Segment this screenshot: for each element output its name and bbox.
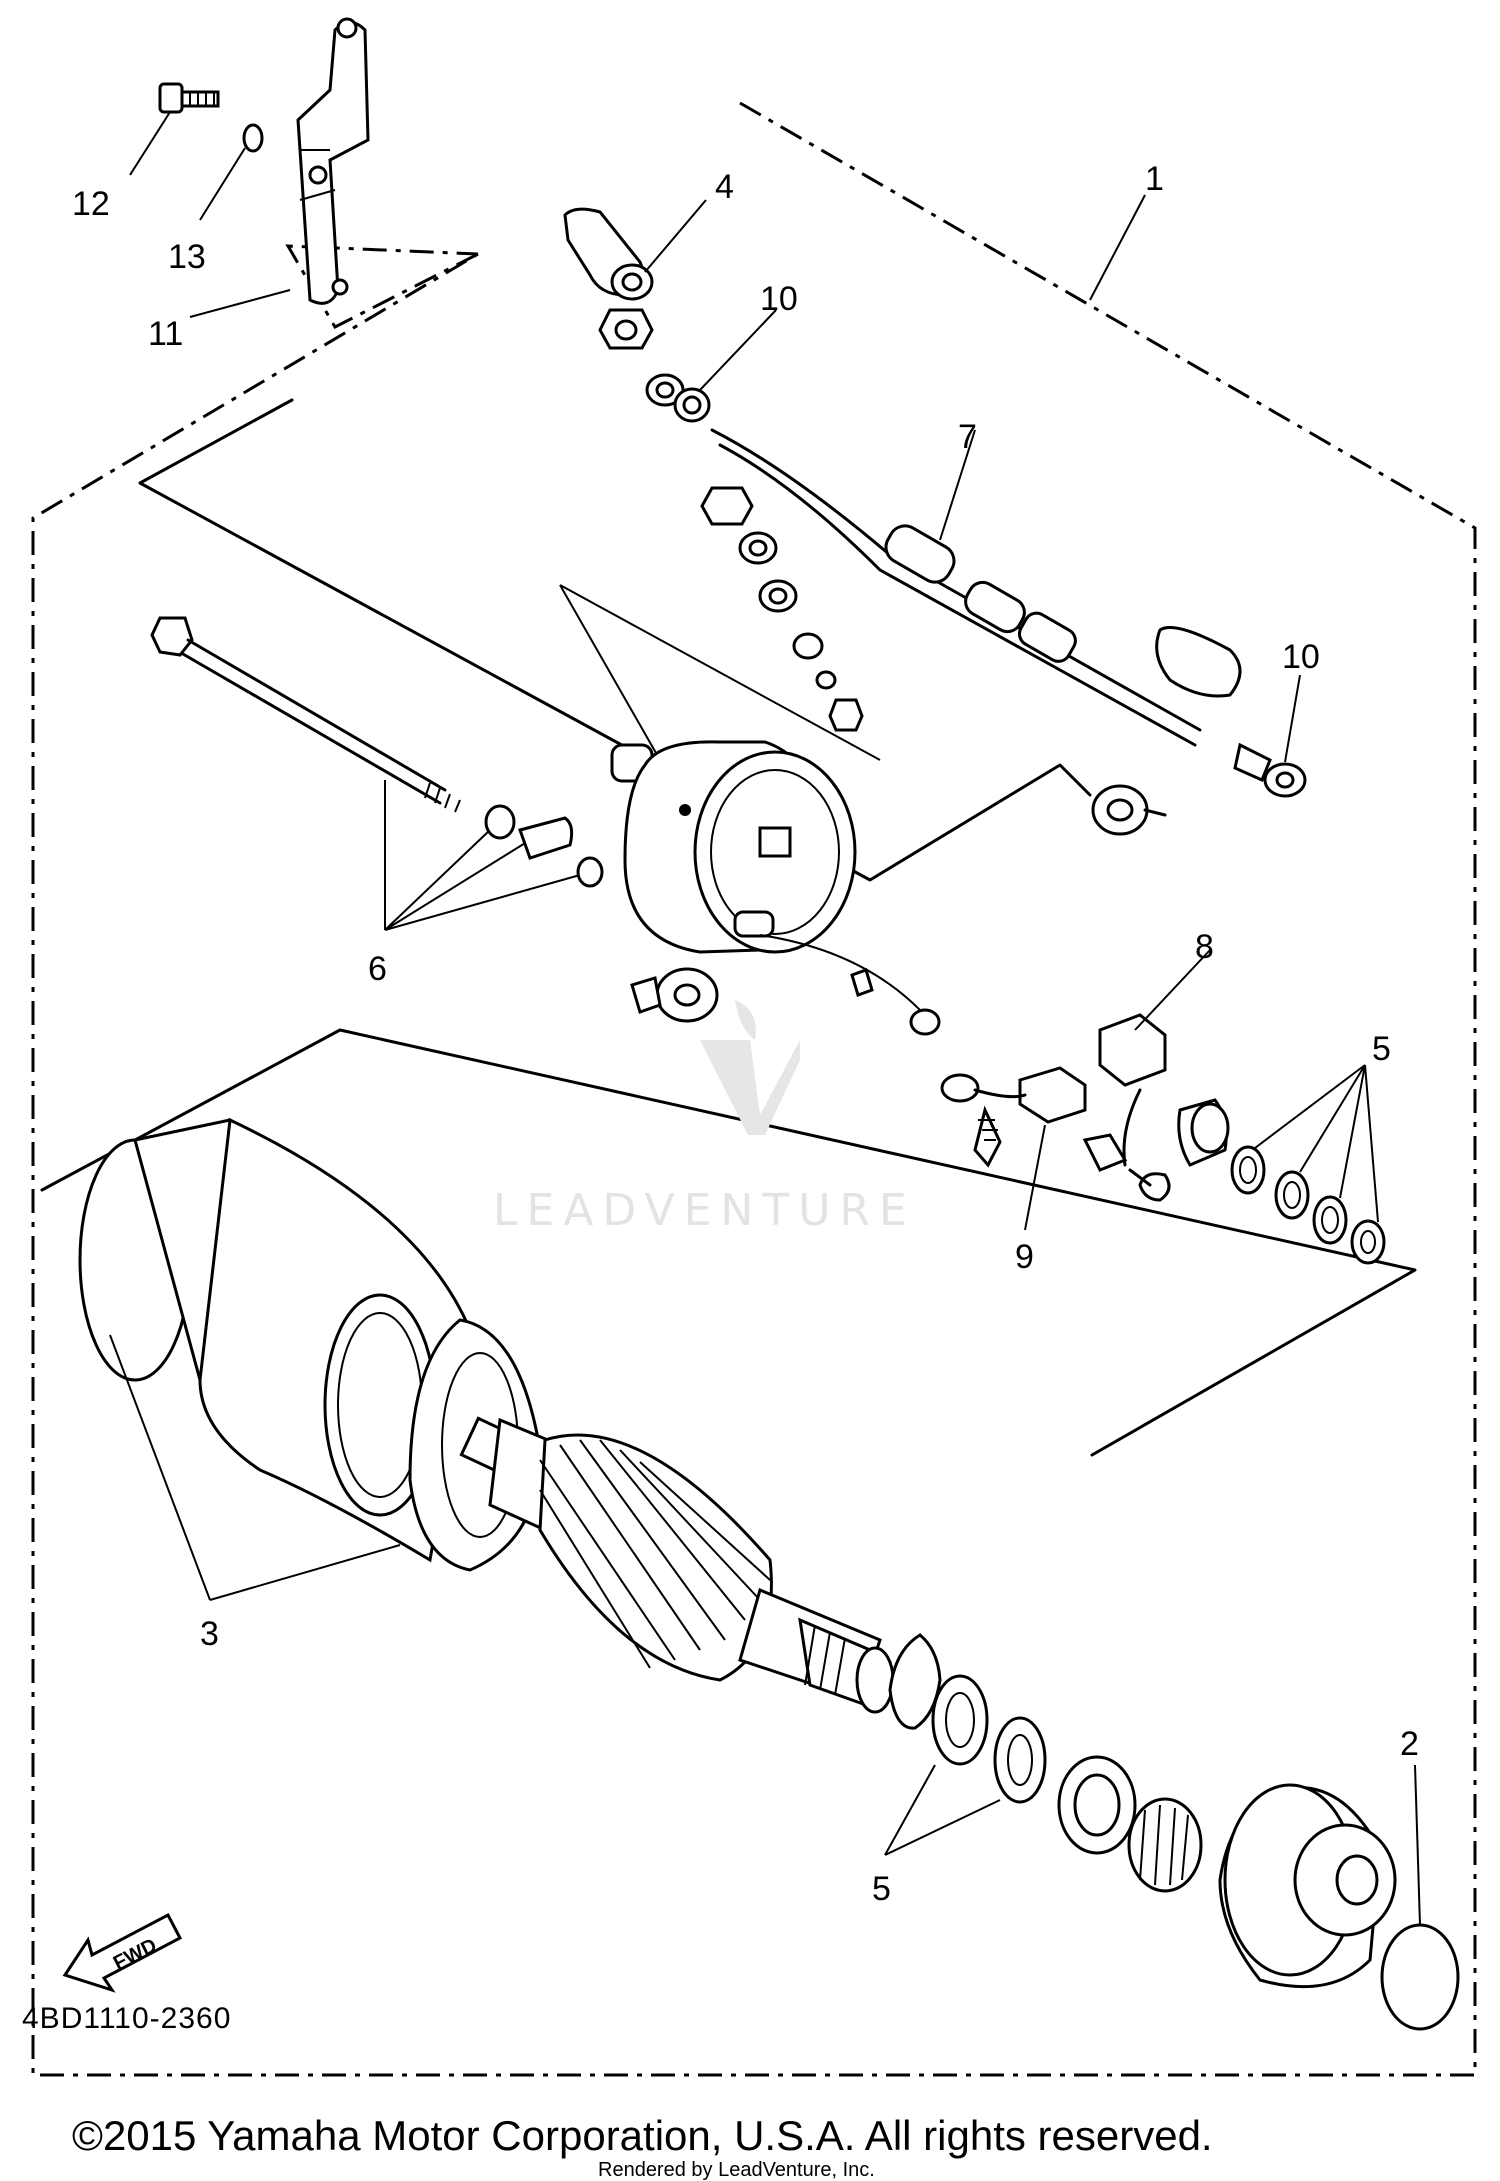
nut-stack-upper	[598, 308, 654, 350]
brush-plate-part-6	[518, 816, 574, 860]
callout-leaders	[129, 111, 1301, 1231]
callout-3: 3	[200, 1615, 219, 1653]
washers-part-5-lower	[931, 1674, 1047, 1804]
brush-spring-small	[850, 968, 874, 997]
brush-holder-plate	[1082, 1133, 1171, 1202]
o-ring-part-6b	[576, 856, 604, 888]
boot-part-4	[563, 207, 654, 301]
through-bolt	[150, 616, 461, 813]
part-2-pointer	[1414, 1764, 1421, 1926]
fwd-arrow-icon: FWD	[62, 1912, 183, 1993]
callout-6: 6	[368, 950, 387, 988]
armature	[459, 1416, 895, 1714]
brush-part-9	[940, 1066, 1087, 1168]
washer-stack	[700, 486, 864, 732]
ball-bearing	[1057, 1755, 1137, 1855]
brush-wire	[759, 934, 921, 1011]
front-bracket	[1218, 1783, 1397, 1989]
callout-10-lower: 10	[1282, 638, 1320, 676]
copyright-notice: ©2015 Yamaha Motor Corporation, U.S.A. A…	[72, 2112, 1213, 2159]
circlip	[888, 1633, 942, 1730]
rendered-by-notice: Rendered by LeadVenture, Inc.	[598, 2159, 875, 2181]
callout-1: 1	[1145, 160, 1164, 198]
part-5-upper-pointers	[1254, 1064, 1379, 1223]
front-cover-group-outline	[138, 398, 1092, 882]
callout-11: 11	[148, 315, 183, 353]
bushing	[1177, 1098, 1230, 1167]
callout-4: 4	[715, 168, 734, 206]
part-5-lower-pointers	[884, 1764, 1001, 1856]
callout-13: 13	[168, 238, 206, 276]
washers-part-5-upper	[1230, 1145, 1386, 1265]
terminal-boot	[1155, 626, 1242, 698]
callout-5-upper: 5	[1372, 1030, 1391, 1068]
part-6-pointers	[384, 780, 581, 931]
rear-cover	[610, 740, 857, 954]
needle-bearing	[1127, 1797, 1203, 1893]
spring-ring	[909, 1008, 941, 1036]
lead-terminal-part-10-lower	[1233, 742, 1307, 798]
brush-group-outline	[40, 1028, 1417, 1457]
callout-2: 2	[1400, 1725, 1419, 1763]
lead-terminal-part-10-upper	[645, 373, 711, 423]
callout-8: 8	[1195, 928, 1214, 966]
part-code: 4BD1110-2360	[22, 2002, 231, 2035]
callout-12: 12	[72, 185, 110, 223]
callout-7: 7	[958, 418, 977, 456]
o-ring-part-2	[1380, 1923, 1460, 2031]
watermark-text: LEADVENTURE	[493, 1185, 916, 1236]
bearing-lower	[630, 967, 719, 1023]
o-ring-part-6a	[484, 804, 516, 840]
part-3-pointers	[109, 1334, 401, 1601]
callout-10-upper: 10	[760, 280, 798, 318]
yoke-housing-part-3	[78, 1117, 542, 1572]
bolt-part-12	[158, 82, 220, 114]
bearing-upper	[1091, 784, 1167, 836]
callout-5-lower: 5	[872, 1870, 891, 1908]
washer-part-13	[242, 123, 264, 153]
assembly-boundary	[31, 101, 1477, 2077]
watermark-logo	[700, 1000, 800, 1135]
bracket-part-11	[296, 17, 370, 305]
callout-9: 9	[1015, 1238, 1034, 1276]
lead-wire-part-7	[710, 428, 1202, 747]
